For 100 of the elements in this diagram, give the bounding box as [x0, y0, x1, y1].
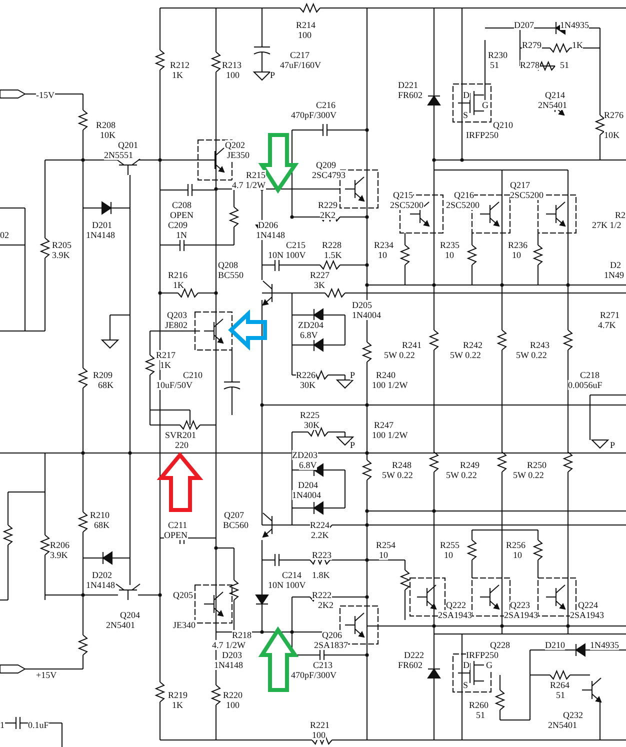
- component-label: 0.0056uF: [568, 380, 602, 390]
- component-label: R226: [296, 370, 316, 380]
- component-label: 100: [312, 730, 326, 740]
- component-label: D2: [610, 260, 621, 270]
- component-label: 3.9K: [50, 550, 68, 560]
- component-label: 1K: [173, 280, 184, 290]
- component-label: 10: [379, 550, 388, 560]
- component-label: 470pF/300V: [291, 670, 337, 680]
- component-label: 3K: [314, 280, 325, 290]
- component-label: 2N5401: [538, 100, 567, 110]
- component-label: 1N49: [604, 270, 624, 280]
- component-label: Q201: [118, 140, 138, 150]
- component-label: Q217: [510, 180, 530, 190]
- ground-label: P: [270, 70, 276, 80]
- component-label: 4.7 1/2W: [212, 640, 246, 650]
- component-label: R222: [312, 590, 332, 600]
- component-label: Q203: [167, 310, 187, 320]
- component-label: R243: [530, 340, 550, 350]
- component-label: R230: [488, 50, 508, 60]
- component-label: OPEN: [164, 530, 188, 540]
- component-label: R221: [310, 720, 330, 730]
- component-label: 100 1/2W: [372, 380, 408, 390]
- component-label: 2N5401: [548, 720, 577, 730]
- component-label: BC550: [218, 270, 244, 280]
- component-label: C218: [580, 370, 600, 380]
- component-label: C209: [168, 220, 188, 230]
- component-label: R271: [600, 310, 620, 320]
- component-label: OPEN: [170, 210, 194, 220]
- component-label: 2K2: [318, 600, 334, 610]
- component-label: Q202: [225, 140, 245, 150]
- component-label: D204: [298, 480, 318, 490]
- component-label: 10uF/50V: [156, 380, 193, 390]
- component-label: 2SC5200: [446, 200, 480, 210]
- component-label: R279: [522, 40, 542, 50]
- component-label: 02: [0, 230, 9, 240]
- component-label: R264: [550, 680, 570, 690]
- component-label: R256: [506, 540, 526, 550]
- supply-voltage-label: -15V: [36, 90, 54, 100]
- component-label: 10N 100V: [268, 250, 306, 260]
- component-label: C215: [286, 240, 306, 250]
- component-label: R241: [402, 340, 422, 350]
- component-label: 1N4004: [352, 310, 381, 320]
- component-label: Q214: [545, 90, 565, 100]
- component-label: 4.7 1/2W: [232, 180, 266, 190]
- component-label: 10: [378, 250, 387, 260]
- component-label: R228: [322, 240, 342, 250]
- component-label: D210: [545, 640, 565, 650]
- component-label: 2N5401: [106, 620, 135, 630]
- component-label: Q210: [493, 120, 513, 130]
- component-label: C216: [316, 100, 336, 110]
- component-label: R215: [246, 170, 266, 180]
- component-label: IRFP250: [466, 650, 499, 660]
- component-label: R250: [527, 460, 547, 470]
- pin-label: D: [463, 90, 470, 100]
- component-label: 2SA1943: [504, 610, 538, 620]
- component-label: C208: [172, 200, 192, 210]
- component-label: 1K: [172, 70, 183, 80]
- pin-label: S: [463, 680, 468, 690]
- component-label: R235: [440, 240, 460, 250]
- component-label: R218: [232, 630, 252, 640]
- component-label: 1N: [176, 230, 187, 240]
- component-label: 1N4935: [560, 20, 589, 30]
- component-label: FR602: [398, 90, 423, 100]
- component-label: 1K: [160, 360, 171, 370]
- component-label: 51: [476, 710, 485, 720]
- component-label: 1K: [572, 40, 583, 50]
- component-label: 100: [226, 700, 240, 710]
- component-label: 51: [560, 60, 569, 70]
- component-label: 2SA1943: [438, 610, 472, 620]
- component-label: 2N5551: [104, 150, 133, 160]
- component-label: 100: [298, 30, 312, 40]
- component-label: FR602: [398, 660, 423, 670]
- component-label: Q215: [393, 190, 413, 200]
- component-label: Q222: [446, 600, 466, 610]
- component-label: 10N 100V: [268, 580, 306, 590]
- component-label: Q224: [578, 600, 598, 610]
- component-label: R209: [93, 370, 113, 380]
- component-label: 5W 0.22: [384, 350, 415, 360]
- component-label: JE350: [227, 150, 250, 160]
- component-label: 1N4935: [590, 640, 619, 650]
- component-label: JE802: [165, 320, 188, 330]
- component-label: R278: [520, 60, 540, 70]
- component-label: R223: [312, 550, 332, 560]
- component-label: R240: [376, 370, 396, 380]
- component-label: 5W 0.22: [446, 470, 477, 480]
- component-label: R236: [508, 240, 528, 250]
- component-label: Q228: [490, 640, 510, 650]
- pin-label: G: [482, 100, 488, 110]
- component-label: R212: [170, 60, 190, 70]
- component-label: R260: [469, 700, 489, 710]
- component-label: R254: [376, 540, 396, 550]
- component-label: Q205: [173, 590, 193, 600]
- component-label: 6.8V: [299, 460, 317, 470]
- component-label: D207: [514, 20, 534, 30]
- component-label: C210: [183, 370, 203, 380]
- component-label: D221: [398, 80, 418, 90]
- component-label: 2.2K: [311, 530, 329, 540]
- component-label: Q232: [563, 710, 583, 720]
- component-label: 2SA1837: [314, 640, 348, 650]
- component-label: 10: [445, 250, 454, 260]
